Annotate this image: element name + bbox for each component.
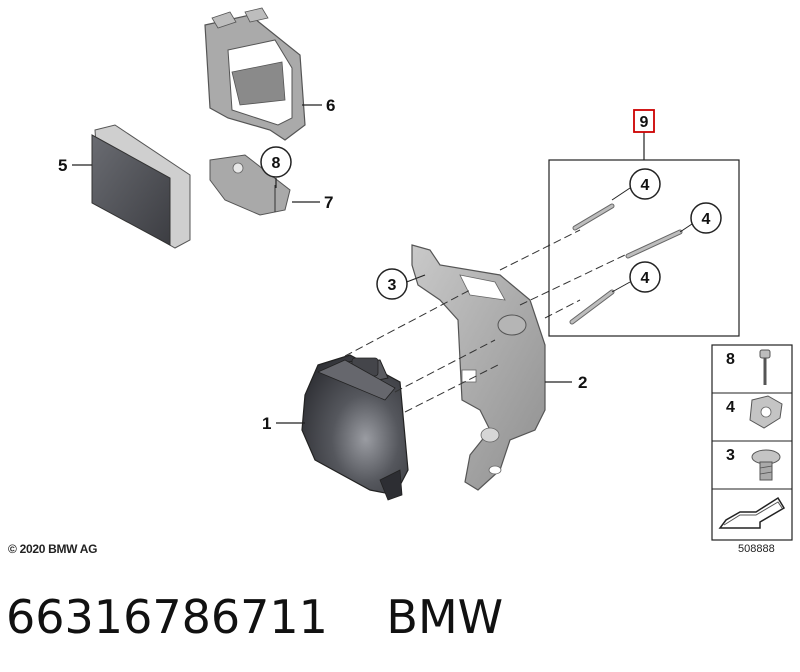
part-radar-sensor[interactable] — [301, 354, 409, 501]
copyright-text: © 2020 BMW AG — [8, 542, 98, 556]
callout-9: 9 — [640, 114, 649, 131]
diagram-id: 508888 — [738, 543, 775, 555]
side-label-8: 8 — [726, 351, 735, 368]
callout-6: 6 — [326, 96, 335, 115]
part-number-caption: 66316786711 BMW — [6, 590, 504, 644]
side-label-4: 4 — [726, 399, 735, 416]
callout-2: 2 — [578, 373, 587, 392]
navigate-arrow-icon[interactable] — [718, 496, 786, 529]
part-holder-frame[interactable] — [204, 7, 306, 141]
side-label-3: 3 — [726, 447, 735, 464]
callout-4-middle: 4 — [702, 211, 711, 228]
part-bracket[interactable] — [411, 244, 546, 491]
callout-9-highlight[interactable]: 9 — [633, 109, 655, 133]
leader-lines — [72, 104, 572, 424]
callout-1: 1 — [262, 414, 271, 433]
callout-3: 3 — [388, 277, 397, 294]
rivet-middle[interactable] — [625, 229, 683, 259]
part-cover-block[interactable] — [91, 124, 191, 249]
assembly-lines — [344, 229, 626, 413]
side-parts-panel: 8 4 3 — [711, 344, 793, 541]
callout-5: 5 — [58, 156, 67, 175]
part-clip[interactable] — [209, 154, 291, 216]
rivet-bottom[interactable] — [569, 289, 615, 325]
kit-group-box — [548, 132, 740, 337]
callout-7: 7 — [324, 193, 333, 212]
rivet-icon — [759, 349, 771, 385]
screw-icon — [751, 449, 781, 481]
callout-3-circle: 3 — [376, 268, 408, 300]
callout-4-bottom: 4 — [641, 270, 650, 287]
expanding-nut-icon — [749, 395, 783, 429]
callout-4-top: 4 — [641, 177, 650, 194]
callout-8-circle: 8 — [260, 146, 292, 178]
callout-4b-circle: 4 — [690, 202, 722, 234]
callout-4a-circle: 4 — [629, 168, 661, 200]
callout-4c-circle: 4 — [629, 261, 661, 293]
callout-8: 8 — [272, 155, 281, 172]
rivet-top[interactable] — [572, 203, 615, 231]
